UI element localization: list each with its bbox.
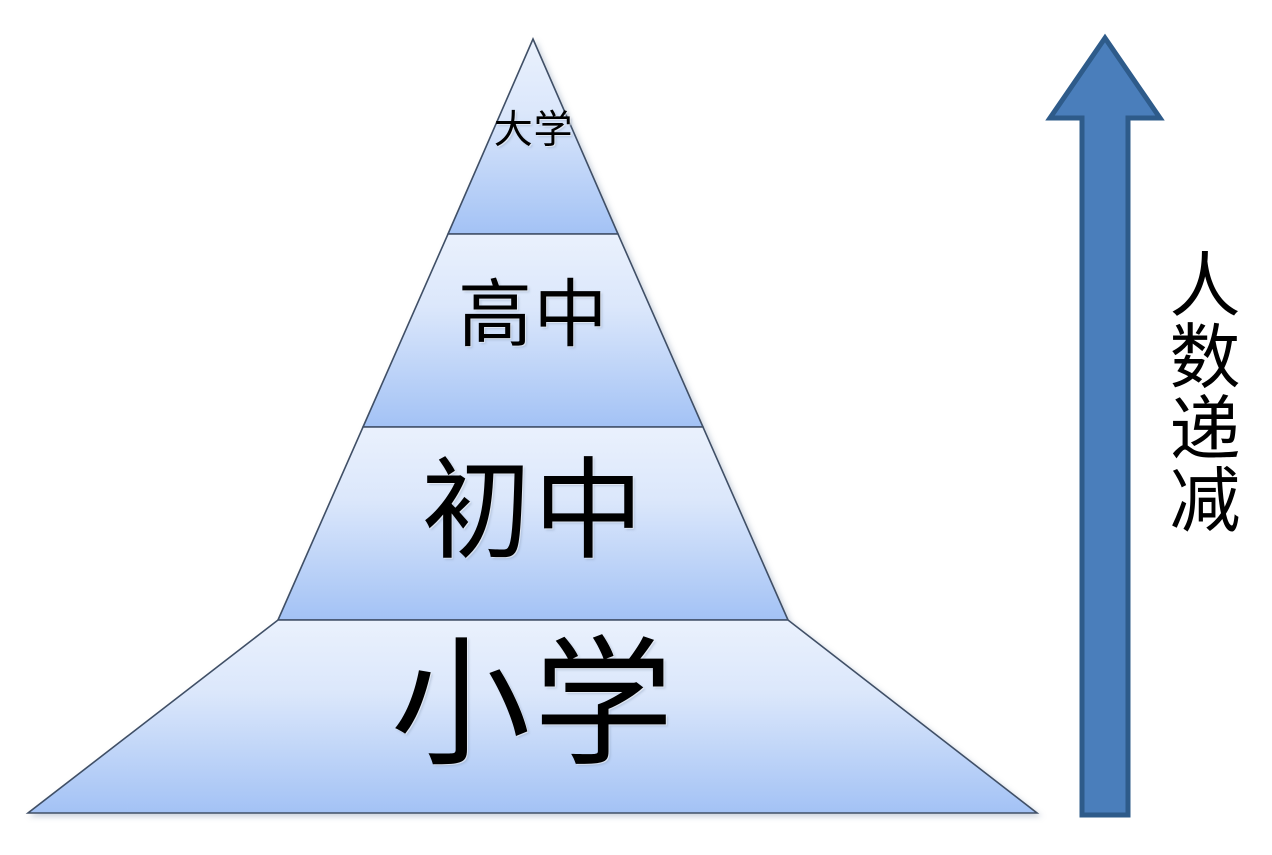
pyramid-tier-label-highschool: 高中 [458, 275, 609, 357]
pyramid-tiers [25, 36, 1040, 814]
pyramid-tier-elementary[interactable] [25, 619, 1040, 814]
pyramid-tier-label-elementary: 小学 [390, 629, 677, 784]
pyramid-tier-label-middleschool: 初中 [421, 451, 646, 573]
up-arrow-icon [1045, 33, 1165, 818]
pyramid-tier-label-university: 大学 [493, 109, 574, 152]
decreasing-population-caption: 人数递减 [1159, 248, 1237, 535]
